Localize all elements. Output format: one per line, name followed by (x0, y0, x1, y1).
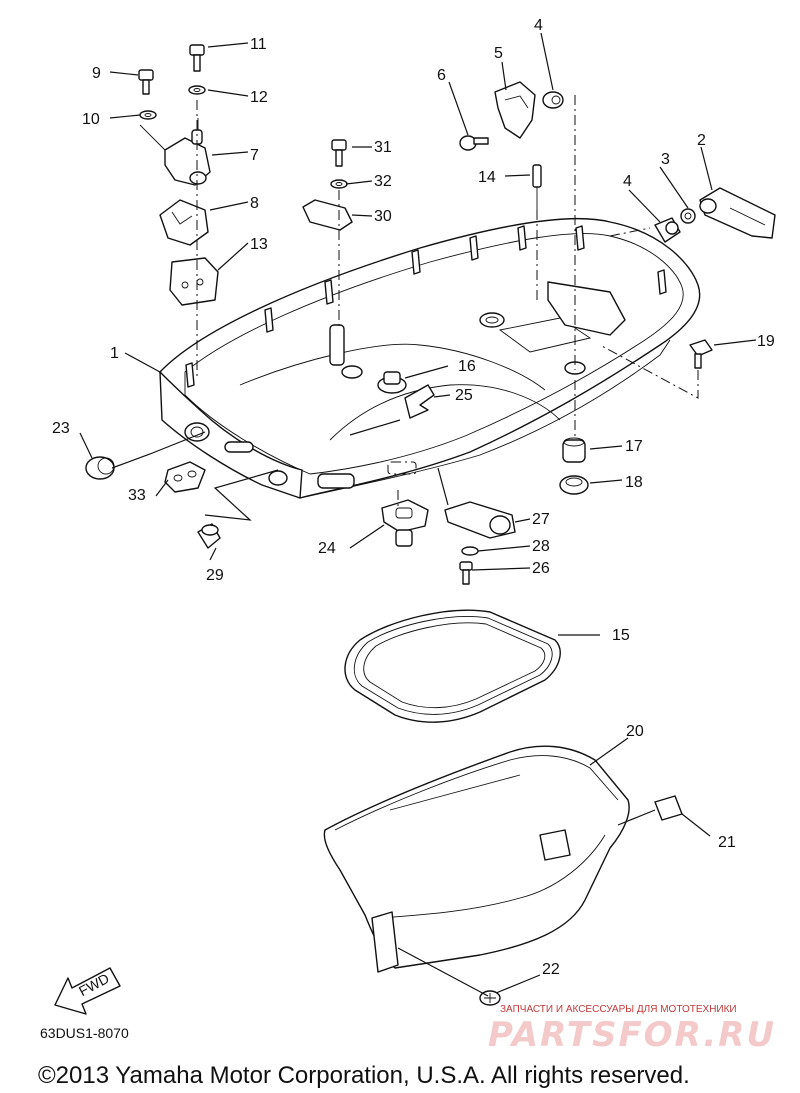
callout-19: 19 (757, 333, 775, 350)
callout-26: 26 (532, 560, 550, 577)
bracket-8 (159, 199, 209, 246)
callout-32: 32 (374, 173, 392, 190)
pad-30 (302, 199, 353, 231)
callout-labels: 1 2 3 4 4 5 6 7 8 9 10 11 12 13 14 15 16… (52, 17, 775, 978)
clip-25 (404, 384, 435, 419)
callout-23: 23 (52, 420, 70, 437)
bracket-5 (494, 81, 536, 139)
grommet-13 (169, 257, 219, 306)
collar-4-side (654, 217, 681, 243)
callout-17: 17 (625, 438, 643, 455)
stud-14 (532, 164, 542, 210)
bolt-31 (331, 139, 347, 167)
callout-4-top: 4 (534, 17, 543, 34)
callout-1: 1 (110, 345, 119, 362)
callout-21: 21 (718, 834, 736, 851)
callout-14: 14 (478, 169, 496, 186)
drain-24 (381, 499, 429, 547)
washer-28 (461, 546, 479, 556)
callout-8: 8 (250, 195, 259, 212)
screw-6 (459, 135, 489, 151)
callout-20: 20 (626, 723, 644, 740)
bracket-27 (444, 501, 516, 539)
grommet-33 (164, 461, 206, 493)
callout-3: 3 (661, 151, 670, 168)
callout-7: 7 (250, 147, 259, 164)
callout-22: 22 (542, 961, 560, 978)
diagram-code: 63DUS1-8070 (40, 1025, 129, 1041)
callout-31: 31 (374, 139, 392, 156)
washer-3 (680, 208, 696, 224)
callout-27: 27 (532, 511, 550, 528)
lower-cover-20 (323, 745, 630, 973)
callout-30: 30 (374, 208, 392, 225)
callout-4-side: 4 (623, 173, 632, 190)
callout-18: 18 (625, 474, 643, 491)
copyright: ©2013 Yamaha Motor Corporation, U.S.A. A… (38, 1062, 690, 1089)
bolt-19 (689, 339, 713, 369)
callout-2: 2 (697, 132, 706, 149)
cap-18 (559, 475, 589, 495)
callout-25: 25 (455, 387, 473, 404)
washer-32 (330, 179, 348, 189)
callout-24: 24 (318, 540, 336, 557)
fitting-16 (377, 371, 407, 394)
bottom-cowling (159, 217, 701, 499)
lever-2 (699, 187, 776, 239)
collar-4-top (542, 91, 564, 109)
callout-15: 15 (612, 627, 630, 644)
callout-13: 13 (250, 236, 268, 253)
washer-12 (188, 85, 206, 95)
callout-9: 9 (92, 65, 101, 82)
clip-21 (654, 795, 683, 821)
leader-lines (79, 32, 757, 997)
grommet-17 (562, 437, 586, 463)
callout-29: 29 (206, 567, 224, 584)
callout-5: 5 (494, 45, 503, 62)
washer-10 (139, 110, 157, 120)
watermark-brand: PARTSFOR.RU (488, 1015, 776, 1055)
bolt-26 (459, 561, 473, 585)
callout-10: 10 (82, 111, 100, 128)
fwd-arrow-icon: FWD (54, 967, 121, 1015)
bolt-9 (138, 69, 154, 95)
plug-23 (85, 456, 115, 480)
callout-16: 16 (458, 358, 476, 375)
watermark-subtitle: ЗАПЧАСТИ И АКСЕССУАРЫ ДЛЯ МОТОТЕХНИКИ (500, 1004, 737, 1015)
bolt-11 (189, 44, 205, 72)
seal-15 (344, 609, 561, 723)
plug-29 (197, 523, 221, 549)
callout-6: 6 (437, 67, 446, 84)
callout-11: 11 (250, 36, 267, 53)
callout-28: 28 (532, 538, 550, 555)
callout-33: 33 (128, 487, 146, 504)
bracket-7 (139, 118, 211, 186)
callout-12: 12 (250, 89, 268, 106)
